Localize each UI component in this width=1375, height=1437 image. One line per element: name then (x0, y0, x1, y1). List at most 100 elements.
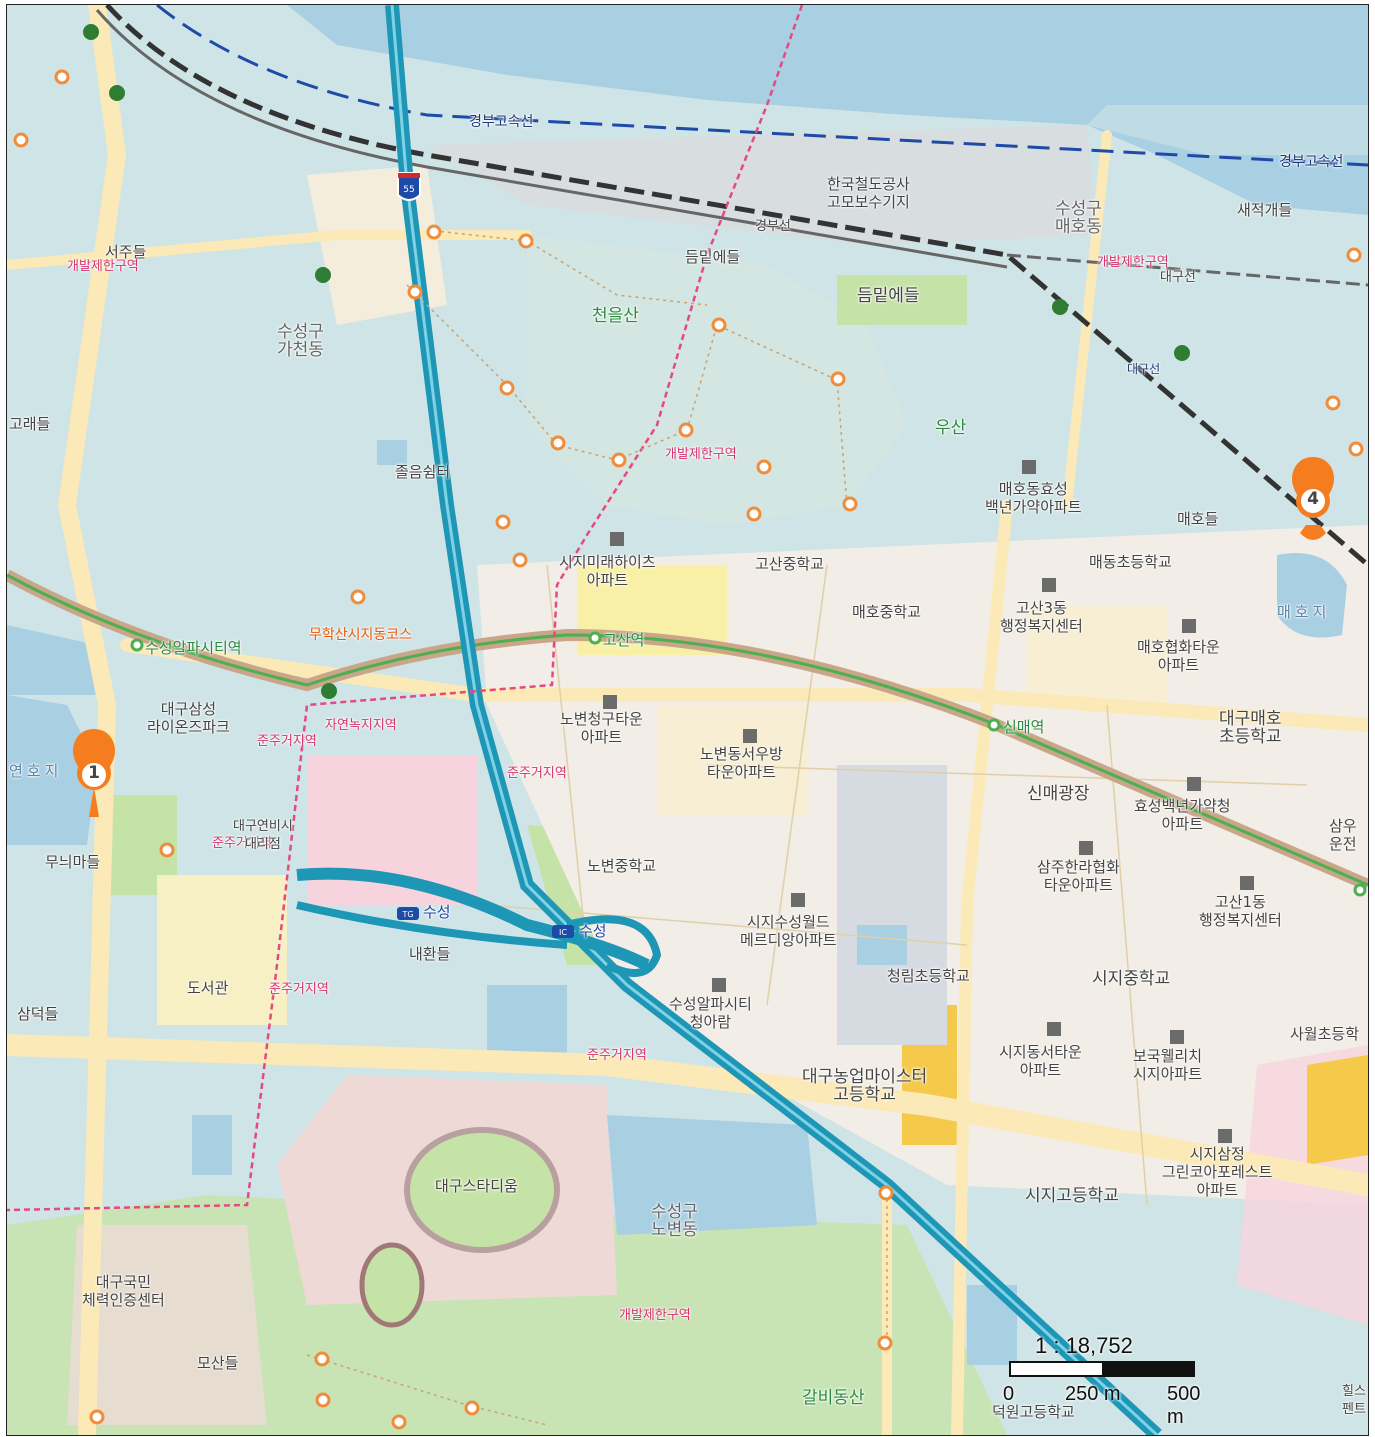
location-pin-4[interactable]: 4 (1290, 455, 1336, 540)
road-ne (1062, 130, 1112, 510)
building-icon (1182, 619, 1196, 633)
building-icon (610, 532, 624, 546)
tg-ramp-2 (296, 901, 568, 949)
building-icon (712, 978, 726, 992)
station-sinmae (987, 718, 1001, 732)
trail-node (877, 1335, 893, 1351)
yellow-block-3 (1027, 605, 1167, 705)
scale-bar: 1 : 18,752 0 250 m 500 m (1003, 1333, 1207, 1428)
trail-node (878, 1185, 894, 1201)
building-icon (743, 729, 757, 743)
scale-tick-250: 250 m (1065, 1383, 1121, 1405)
trail-node (464, 1400, 480, 1416)
trail-node (495, 514, 511, 530)
trail-node (314, 1351, 330, 1367)
map-canvas[interactable]: 55 TG IC (7, 5, 1368, 1435)
trail-node (315, 1392, 331, 1408)
building-icon (791, 893, 805, 907)
scale-tick-500: 500 m (1167, 1383, 1201, 1428)
building-icon (1240, 876, 1254, 890)
map-frame[interactable]: 55 TG IC 1 4 경부고속선 (6, 4, 1369, 1436)
urban-west (157, 875, 287, 1025)
tg-badge: TG (397, 907, 419, 920)
trail-node (756, 459, 772, 475)
poi-marker (109, 85, 125, 101)
lake-cheonglim (857, 925, 907, 965)
building-icon (1047, 1022, 1061, 1036)
trail-node (830, 371, 846, 387)
trail-node (407, 284, 423, 300)
fitness-area (67, 1225, 267, 1425)
poi-marker (321, 683, 337, 699)
trail-node (391, 1414, 407, 1430)
nobyeon-lake (607, 1115, 817, 1235)
building-icon (1218, 1129, 1232, 1143)
trail-1 (406, 284, 848, 506)
lake-mid (487, 985, 567, 1055)
park-dumil (837, 275, 967, 325)
location-pin-icon (73, 729, 115, 817)
trail-node (159, 842, 175, 858)
highway-55-shield: 55 (397, 172, 421, 201)
trail-node (13, 132, 29, 148)
trail-node (678, 422, 694, 438)
gyeongbu-rail-2 (95, 9, 1008, 269)
poi-marker (315, 267, 331, 283)
trail-node (842, 496, 858, 512)
building-icon (1079, 841, 1093, 855)
grey-block-1 (837, 765, 947, 1045)
lake-small2 (192, 1115, 232, 1175)
building-icon (603, 695, 617, 709)
marker-label: 4 (1307, 489, 1319, 509)
geumho-river (287, 5, 1368, 215)
svg-text:55: 55 (403, 185, 414, 195)
daegu-stadium (404, 1127, 560, 1253)
poi-marker (1052, 299, 1068, 315)
scale-ratio: 1 : 18,752 (1035, 1333, 1133, 1358)
restricted-boundary (7, 5, 804, 1212)
station-suseong-alpha (130, 638, 144, 652)
trail-node (499, 380, 515, 396)
poi-marker (1174, 345, 1190, 361)
marker-label: 1 (88, 763, 100, 783)
lake-small1 (377, 440, 407, 465)
poi-marker (83, 24, 99, 40)
trail-node (89, 1409, 105, 1425)
yeonho-lake (7, 695, 97, 845)
yellow-block-2 (657, 705, 807, 815)
urban-se-yellow (1307, 1055, 1368, 1165)
station-gosan (588, 631, 602, 645)
tg-ramp (296, 867, 650, 971)
scale-bar-graphic (1009, 1361, 1195, 1377)
trail-node (711, 317, 727, 333)
stadium-track (359, 1242, 425, 1328)
trail-node (1348, 441, 1364, 457)
svg-text:TG: TG (401, 910, 413, 919)
highway-55-center (390, 5, 1159, 1435)
rail-yard (427, 125, 1097, 245)
road-north-ew (7, 230, 532, 270)
daegu-line (1006, 253, 1368, 287)
trail-node (746, 506, 762, 522)
building-icon (1187, 777, 1201, 791)
trail-2 (426, 229, 708, 306)
building-icon (1170, 1030, 1184, 1044)
station-east (1353, 883, 1367, 897)
ic-badge: IC (552, 925, 574, 938)
minor-road-2 (706, 764, 1308, 786)
building-icon (1022, 460, 1036, 474)
trail-node (518, 233, 534, 249)
road-alpha (120, 638, 1368, 732)
location-pin-1[interactable]: 1 (71, 727, 117, 817)
minor-road-1 (486, 904, 968, 946)
park-west (107, 795, 177, 895)
trail-node (1346, 247, 1362, 263)
trail-node (54, 69, 70, 85)
minor-road-4 (766, 564, 828, 1006)
location-pin-icon (1292, 457, 1334, 540)
minor-road-3 (1106, 704, 1148, 1206)
lake-nw (7, 625, 107, 695)
scale-tick-0: 0 (1003, 1383, 1015, 1405)
lake-small3 (967, 1285, 1017, 1365)
trail-node (350, 589, 366, 605)
